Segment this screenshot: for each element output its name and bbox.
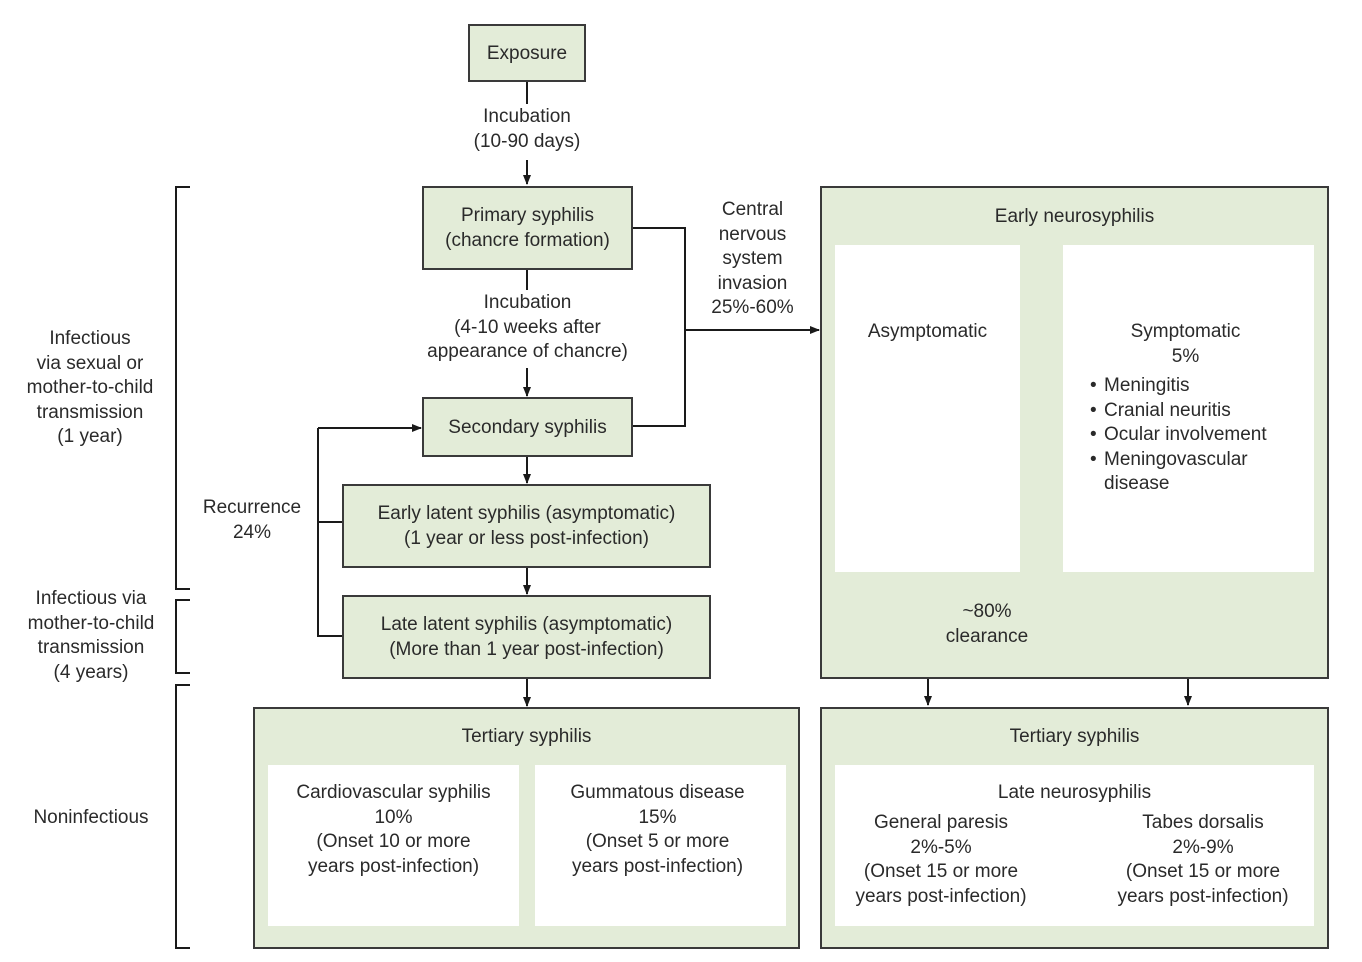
gummatous-title: Gummatous disease — [570, 782, 745, 803]
exposure-box: Exposure — [468, 24, 586, 82]
incubation-1-label: Incubation (10-90 days) — [447, 105, 607, 154]
late-latent-title: Late latent syphilis (asymptomatic) — [380, 614, 673, 635]
cns-line1: Central — [721, 199, 784, 220]
cardiovascular-box: Cardiovascular syphilis 10% (Onset 10 or… — [268, 765, 519, 926]
stage-line: mother-to-child — [26, 377, 154, 398]
recurrence-title: Recurrence — [202, 497, 302, 518]
clearance-text: clearance — [945, 625, 1029, 647]
late-latent-box: Late latent syphilis (asymptomatic) (Mor… — [342, 595, 711, 679]
incubation-1-title: Incubation — [483, 106, 571, 127]
cardiovascular-title: Cardiovascular syphilis — [296, 782, 491, 803]
symptomatic-percent: 5% — [1171, 346, 1200, 367]
cardiovascular-percent: 10% — [374, 806, 413, 828]
gummatous-box: Gummatous disease 15% (Onset 5 or more y… — [535, 765, 786, 926]
stage-line: (4 years) — [53, 661, 129, 683]
general-paresis-percent: 2%-5% — [910, 836, 972, 858]
late-latent-subtitle: (More than 1 year post-infection) — [389, 639, 664, 660]
stage-line: transmission — [36, 401, 144, 423]
early-neurosyphilis-panel: Early neurosyphilis Asymptomatic Symptom… — [820, 186, 1329, 679]
connector-cns-invasion — [633, 227, 686, 427]
symptom-item: Meningitis — [1090, 374, 1310, 399]
symptomatic-title: Symptomatic — [1130, 321, 1241, 342]
primary-syphilis-subtitle: (chancre formation) — [445, 230, 610, 251]
tabes-dorsalis-onset: (Onset 15 or more — [1125, 861, 1281, 882]
stage-line: Noninfectious — [33, 807, 149, 828]
asymptomatic-box: Asymptomatic — [835, 245, 1020, 572]
general-paresis-title: General paresis — [873, 812, 1009, 833]
bracket-infectious-mtc — [175, 599, 190, 674]
stage-noninfectious: Noninfectious — [0, 806, 182, 831]
bracket-infectious-sexual — [175, 186, 190, 590]
tabes-dorsalis-title: Tabes dorsalis — [1142, 812, 1264, 833]
recurrence-percent: 24% — [232, 521, 272, 543]
late-neurosyphilis-title: Late neurosyphilis — [997, 782, 1152, 803]
symptomatic-box: Symptomatic 5% Meningitis Cranial neurit… — [1063, 245, 1314, 572]
bracket-noninfectious — [175, 684, 190, 949]
gummatous-percent: 15% — [638, 806, 677, 828]
asymptomatic-label: Asymptomatic — [867, 321, 988, 342]
stage-line: transmission — [37, 637, 145, 658]
cns-percent: 25%-60% — [711, 297, 794, 318]
gummatous-onset: (Onset 5 or more — [585, 831, 730, 852]
incubation-2-label: Incubation (4-10 weeks after appearance … — [400, 291, 655, 365]
secondary-syphilis-label: Secondary syphilis — [448, 416, 607, 438]
early-latent-title: Early latent syphilis (asymptomatic) — [377, 503, 676, 524]
incubation-1-duration: (10-90 days) — [473, 130, 581, 152]
exposure-label: Exposure — [486, 42, 568, 64]
stage-line: mother-to-child — [27, 612, 155, 634]
tertiary-left-title: Tertiary syphilis — [461, 726, 592, 747]
general-paresis: General paresis 2%-5% (Onset 15 or more … — [835, 811, 1047, 909]
cns-line4: invasion — [717, 272, 788, 294]
tabes-dorsalis-onset-2: years post-infection) — [1117, 885, 1289, 907]
early-neurosyphilis-title: Early neurosyphilis — [994, 206, 1155, 227]
cns-invasion-label: Central nervous system invasion 25%-60% — [695, 198, 810, 321]
cardiovascular-onset-2: years post-infection) — [307, 855, 480, 877]
tertiary-syphilis-left-panel: Tertiary syphilis Cardiovascular syphili… — [253, 707, 800, 949]
tabes-dorsalis: Tabes dorsalis 2%-9% (Onset 15 or more y… — [1098, 811, 1308, 909]
incubation-2-line2: (4-10 weeks after — [454, 316, 601, 338]
symptom-item: Ocular involvement — [1090, 423, 1310, 448]
primary-syphilis-box: Primary syphilis (chancre formation) — [422, 186, 633, 270]
late-neurosyphilis-box: Late neurosyphilis General paresis 2%-5%… — [835, 765, 1314, 926]
stage-line: Infectious via — [35, 588, 147, 609]
general-paresis-onset: (Onset 15 or more — [863, 861, 1019, 882]
stage-line: (1 year) — [57, 426, 123, 447]
stage-line: via sexual or — [36, 352, 144, 374]
primary-syphilis-title: Primary syphilis — [460, 205, 595, 226]
recurrence-label: Recurrence 24% — [190, 496, 314, 545]
cardiovascular-onset: (Onset 10 or more — [316, 831, 471, 852]
incubation-2-title: Incubation — [483, 292, 572, 313]
secondary-syphilis-box: Secondary syphilis — [422, 397, 633, 457]
stage-line: Infectious — [49, 328, 131, 349]
symptom-item: Cranial neuritis — [1090, 399, 1310, 424]
incubation-2-line3: appearance of chancre) — [427, 341, 628, 362]
early-latent-subtitle: (1 year or less post-infection) — [404, 528, 649, 549]
early-latent-box: Early latent syphilis (asymptomatic) (1 … — [342, 484, 711, 568]
symptomatic-list: Meningitis Cranial neuritis Ocular invol… — [1090, 374, 1310, 497]
connector-recurrence — [317, 428, 342, 637]
tabes-dorsalis-percent: 2%-9% — [1172, 836, 1234, 858]
general-paresis-onset-2: years post-infection) — [855, 885, 1027, 907]
stage-infectious-mtc: Infectious via mother-to-child transmiss… — [0, 587, 182, 685]
stage-infectious-sexual: Infectious via sexual or mother-to-child… — [0, 327, 180, 450]
clearance-percent: ~80% — [962, 601, 1012, 622]
tertiary-syphilis-right-panel: Tertiary syphilis Late neurosyphilis Gen… — [820, 707, 1329, 949]
cns-line3: system — [722, 248, 783, 269]
gummatous-onset-2: years post-infection) — [571, 855, 744, 877]
tertiary-right-title: Tertiary syphilis — [1009, 726, 1140, 747]
cns-line2: nervous — [718, 223, 787, 245]
clearance-label: ~80% clearance — [927, 600, 1047, 649]
symptom-item: Meningovascular disease — [1090, 448, 1310, 497]
